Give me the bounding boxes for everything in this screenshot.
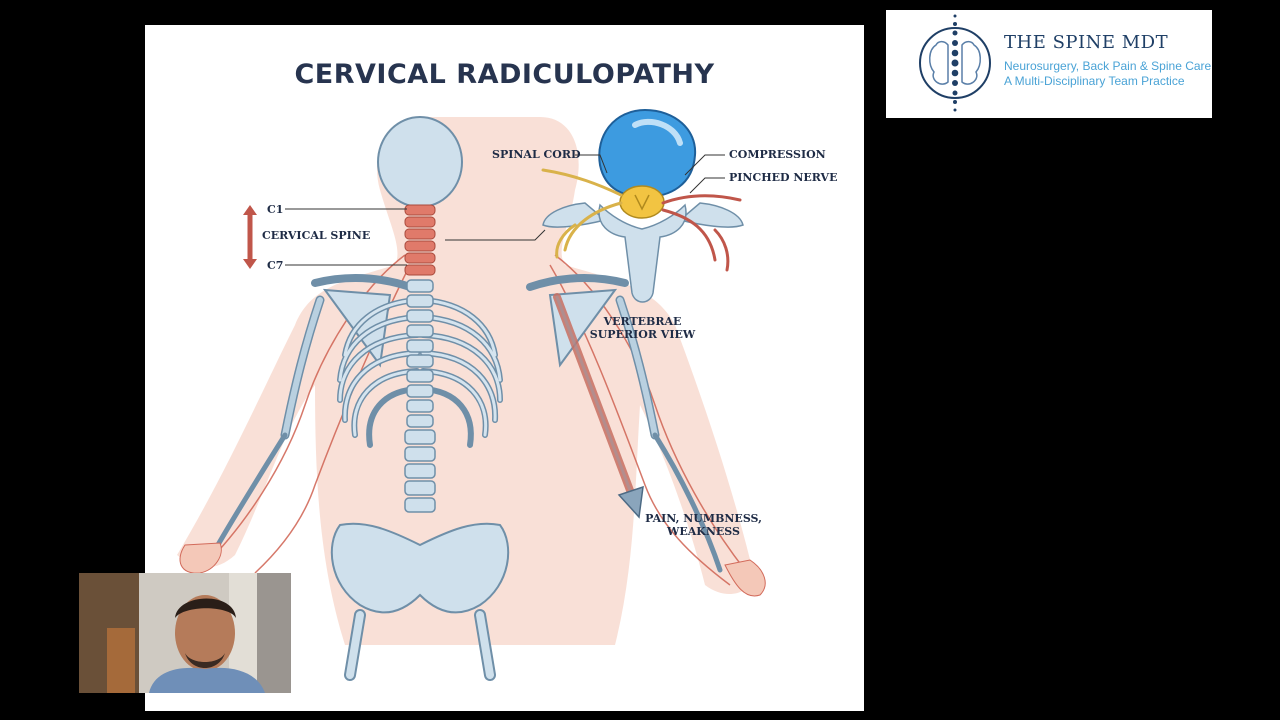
label-vertebrae-line2: SUPERIOR VIEW: [589, 328, 696, 341]
logo-tagline-2: A Multi-Disciplinary Team Practice: [1004, 74, 1185, 88]
webcam-video: [79, 573, 291, 693]
logo-tagline-1: Neurosurgery, Back Pain & Spine Care: [1004, 59, 1212, 73]
presenter-video-frame: [79, 573, 291, 693]
label-vertebrae-line1: VERTEBRAE: [603, 315, 682, 328]
slide-title: CERVICAL RADICULOPATHY: [294, 59, 715, 90]
anatomy-illustration: [177, 108, 766, 681]
spine-brain-icon: [919, 14, 991, 112]
label-cervical-spine: CERVICAL SPINE: [262, 229, 371, 242]
label-spinal-cord: SPINAL CORD: [492, 148, 581, 161]
label-compression: COMPRESSION: [729, 148, 826, 161]
label-pinched-nerve: PINCHED NERVE: [729, 171, 838, 184]
label-symptoms-line2: WEAKNESS: [667, 525, 740, 538]
logo-name: THE SPINE MDT: [1004, 32, 1169, 53]
label-symptoms: PAIN, NUMBNESS, WEAKNESS: [641, 512, 766, 538]
label-c7: C7: [267, 259, 284, 272]
brand-logo: THE SPINE MDT Neurosurgery, Back Pain & …: [886, 10, 1212, 118]
label-vertebrae-view: VERTEBRAE SUPERIOR VIEW: [585, 315, 700, 341]
label-symptoms-line1: PAIN, NUMBNESS,: [645, 512, 762, 525]
label-c1: C1: [267, 203, 284, 216]
